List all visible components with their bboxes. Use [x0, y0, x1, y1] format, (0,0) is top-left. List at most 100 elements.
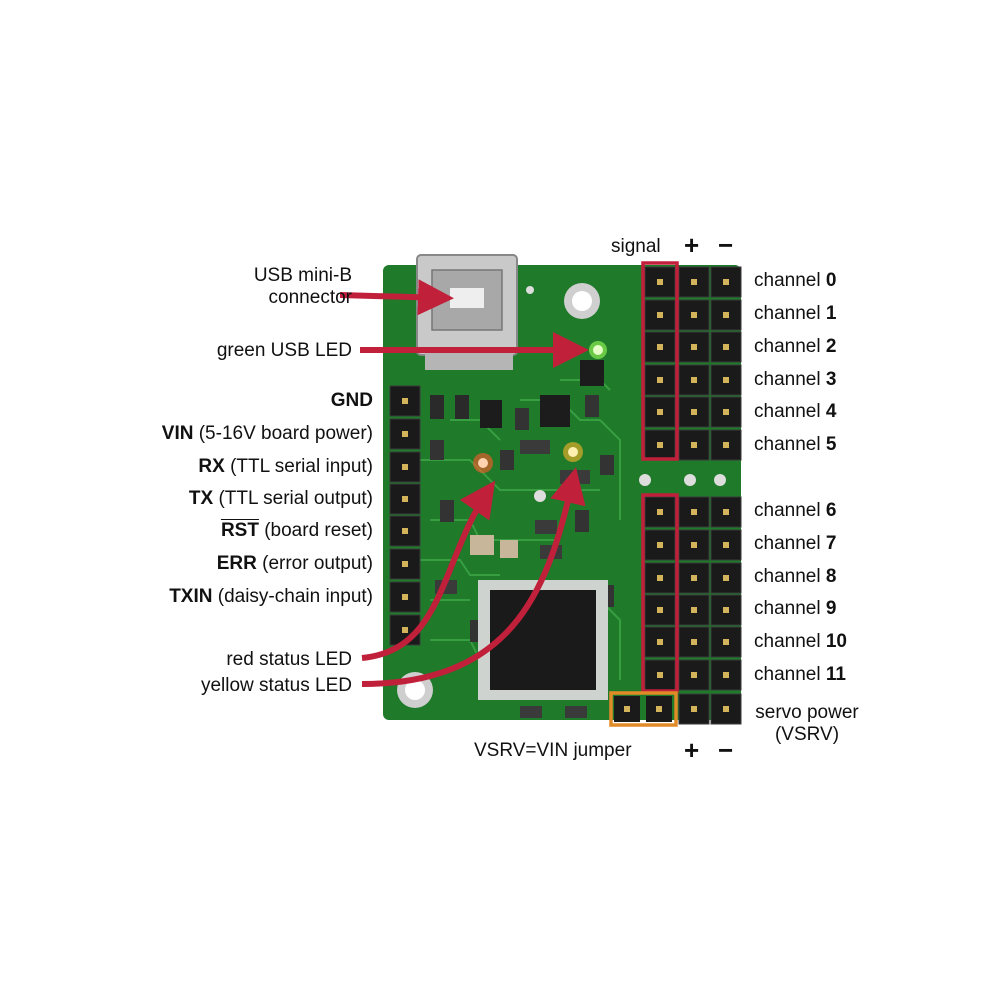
channel-number: 6 [825, 500, 837, 521]
pin-tip [691, 312, 697, 318]
pin-tip [691, 575, 697, 581]
pin-tip [723, 706, 729, 712]
pin-tip [691, 442, 697, 448]
pin-tip [657, 279, 663, 285]
green-usb-led [589, 341, 607, 359]
channel-prefix: channel [754, 664, 821, 685]
header-pin [389, 483, 421, 515]
pin-tip [723, 409, 729, 415]
usb-arrow [339, 279, 454, 316]
pin-name: GND [330, 390, 373, 411]
channel-prefix: channel [754, 336, 821, 357]
channel-label: channel 4 [754, 401, 836, 423]
channel-number: 10 [825, 631, 847, 652]
channel-label: channel 10 [754, 631, 847, 653]
pin-tip [723, 377, 729, 383]
pin-tip [402, 496, 408, 502]
via [714, 474, 726, 486]
channel-prefix: channel [754, 401, 821, 422]
via [526, 286, 534, 294]
pin-tip [402, 431, 408, 437]
plus-label-bottom: + [684, 735, 700, 765]
channel-number: 0 [825, 270, 837, 291]
channel-label: channel 7 [754, 533, 836, 555]
pin-tip [624, 706, 630, 712]
pin-description: (5-16V board power) [198, 423, 373, 444]
microcontroller-chip [478, 580, 608, 700]
red-led-callout: red status LED [226, 649, 352, 670]
signal-highlight-top [641, 261, 679, 461]
signal-highlight-bottom [641, 493, 679, 693]
pin-tip [691, 377, 697, 383]
pin-tip [657, 639, 663, 645]
plus-label-top: + [684, 230, 700, 260]
pin-label: TXIN (daisy-chain input) [60, 586, 373, 608]
pin-tip [691, 706, 697, 712]
usb-callout: USB mini-B connector [200, 265, 352, 309]
channel-label: channel 0 [754, 270, 836, 292]
channel-prefix: channel [754, 566, 821, 587]
channel-number: 9 [825, 598, 837, 619]
pin-tip [657, 575, 663, 581]
pin-tip [691, 509, 697, 515]
pin-tip [723, 639, 729, 645]
channel-prefix: channel [754, 369, 821, 390]
pin-tip [691, 279, 697, 285]
pin-description: (error output) [262, 553, 373, 574]
pin-tip [657, 672, 663, 678]
channel-number: 3 [825, 369, 837, 390]
pin-tip [691, 409, 697, 415]
signal-label: signal [611, 236, 661, 257]
red-led-arrow [361, 480, 496, 661]
pin-tip [657, 312, 663, 318]
red-status-led [473, 453, 493, 473]
mounting-hole [572, 291, 592, 311]
pin-name: TX [188, 488, 214, 509]
green-led-callout: green USB LED [216, 340, 352, 361]
pin-tip [723, 509, 729, 515]
channel-number: 5 [825, 434, 837, 455]
channel-label: channel 2 [754, 336, 836, 358]
channel-prefix: channel [754, 598, 821, 619]
pin-label: RST (board reset) [60, 520, 373, 542]
channel-prefix: channel [754, 533, 821, 554]
pin-tip [723, 542, 729, 548]
pin-label: ERR (error output) [60, 553, 373, 575]
servo-power-line1: servo power [755, 702, 859, 723]
pin-tip [723, 575, 729, 581]
header-pin [678, 429, 710, 461]
pin-tip [402, 561, 408, 567]
header-pin [710, 396, 742, 428]
pin-name: ERR [216, 553, 257, 574]
header-pin [644, 626, 676, 658]
minus-label-top: − [718, 230, 734, 260]
pin-label: GND [60, 390, 373, 412]
pin-tip [691, 344, 697, 350]
servo-power-line2: (VSRV) [774, 724, 840, 745]
channel-label: channel 11 [754, 664, 846, 686]
pin-description: (daisy-chain input) [217, 586, 373, 607]
pin-name: TXIN [169, 586, 213, 607]
channel-label: channel 9 [754, 598, 836, 620]
channel-prefix: channel [754, 303, 821, 324]
pin-tip [691, 639, 697, 645]
usb-callout-line1: USB mini-B [253, 265, 352, 286]
jumper-highlight [609, 691, 678, 727]
pin-tip [691, 672, 697, 678]
pin-label: VIN (5-16V board power) [60, 423, 373, 445]
pin-tip [402, 528, 408, 534]
pin-description: (TTL serial output) [218, 488, 373, 509]
yellow-status-led [563, 442, 583, 462]
channel-prefix: channel [754, 434, 821, 455]
pin-tip [691, 607, 697, 613]
header-pin [644, 529, 676, 561]
usb-callout-line2: connector [268, 287, 352, 308]
pin-tip [657, 509, 663, 515]
channel-prefix: channel [754, 500, 821, 521]
pin-tip [657, 442, 663, 448]
via [684, 474, 696, 486]
pin-tip [657, 377, 663, 383]
channel-number: 2 [825, 336, 837, 357]
pin-label: TX (TTL serial output) [60, 488, 373, 510]
